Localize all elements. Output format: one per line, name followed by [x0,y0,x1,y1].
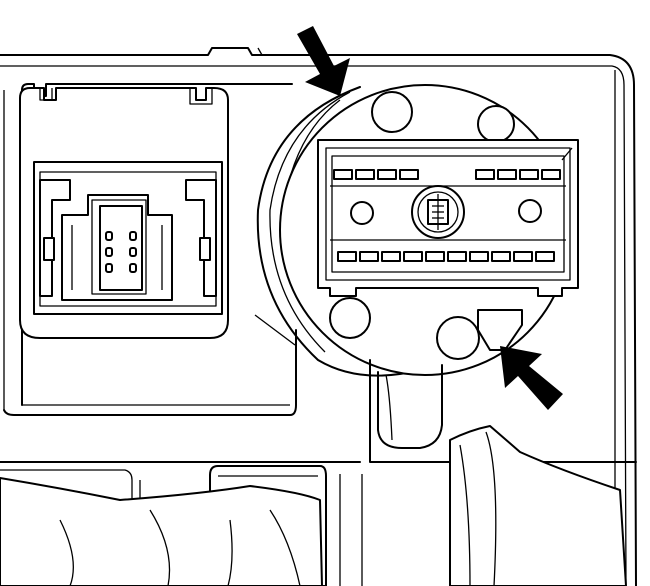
center-locking-knob [411,185,465,239]
relay-contacts [105,231,137,273]
lower-pin-row [337,251,555,262]
relay-holder [19,87,229,339]
upper-pin-row [333,169,561,180]
arrow-top-icon [297,26,350,96]
connector-housing [317,139,579,297]
arrow-bottom-right-icon [500,346,563,410]
wiring-harness-wrap [0,477,323,586]
